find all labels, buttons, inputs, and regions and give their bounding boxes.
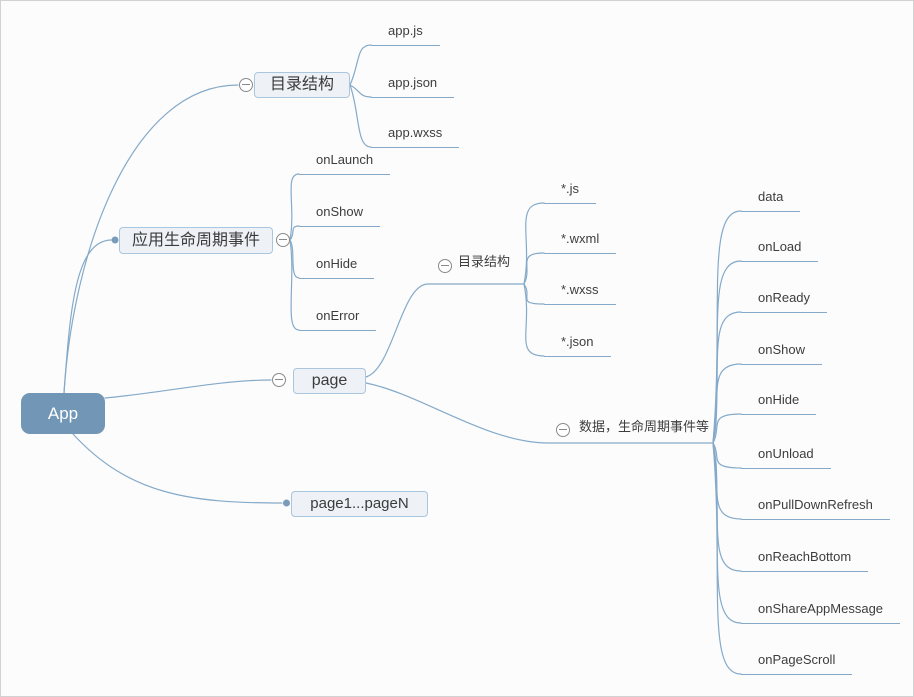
edge-dir2-json	[523, 283, 545, 357]
leaf-node-onshow-page[interactable]: onShow	[741, 341, 822, 365]
edge-app-pages	[72, 433, 283, 504]
leaf-node-onpagescroll[interactable]: onPageScroll	[741, 651, 853, 675]
leaf-node-star-json[interactable]: *.json	[544, 333, 611, 357]
mindmap-node-page[interactable]: page	[293, 368, 366, 394]
edge-data-onshow	[712, 363, 742, 444]
edge-app-page	[104, 379, 272, 399]
leaf-node-onload[interactable]: onLoad	[741, 238, 819, 262]
edge-data-onhide	[712, 413, 742, 444]
leaf-node-onunload[interactable]: onUnload	[741, 445, 831, 469]
leaf-node-app-js[interactable]: app.js	[371, 22, 440, 46]
edge-app-lifecycle	[63, 239, 112, 394]
leaf-node-onshareappmessage[interactable]: onShareAppMessage	[741, 600, 901, 624]
edge-dir2-wxml	[523, 252, 545, 285]
leaf-node-onshow-app[interactable]: onShow	[299, 203, 380, 227]
leaf-node-app-wxss[interactable]: app.wxss	[371, 124, 460, 148]
mindmap-node-app-lifecycle-events[interactable]: 应用生命周期事件	[119, 227, 273, 254]
leaf-node-onhide-page[interactable]: onHide	[741, 391, 817, 415]
connection-dot	[283, 499, 290, 507]
leaf-node-star-wxml[interactable]: *.wxml	[544, 230, 617, 254]
mindmap-node-page1-pagen[interactable]: page1...pageN	[291, 491, 428, 517]
collapse-button-page[interactable]	[272, 373, 286, 387]
edge-dir2-js	[523, 202, 545, 285]
collapse-button-dir2[interactable]	[438, 259, 452, 273]
connection-dot	[111, 236, 119, 244]
leaf-node-star-js[interactable]: *.js	[544, 180, 597, 204]
leaf-node-onlaunch[interactable]: onLaunch	[299, 151, 391, 175]
leaf-node-onhide-app[interactable]: onHide	[299, 255, 375, 279]
collapse-button-dir1[interactable]	[239, 78, 253, 92]
leaf-node-onpulldownrefresh[interactable]: onPullDownRefresh	[741, 496, 890, 520]
edge-page-data	[365, 382, 714, 444]
leaf-node-app-json[interactable]: app.json	[371, 74, 455, 98]
mindmap-node-data-lifecycle[interactable]: 数据，生命周期事件等	[579, 419, 710, 434]
collapse-button-lifecycle[interactable]	[276, 233, 290, 247]
leaf-node-onreachbottom[interactable]: onReachBottom	[741, 548, 869, 572]
leaf-node-onready[interactable]: onReady	[741, 289, 828, 313]
edge-data-onpagescroll	[712, 442, 742, 675]
leaf-node-star-wxss[interactable]: *.wxss	[544, 281, 616, 305]
edge-data-onunload	[712, 442, 742, 469]
edge-lc-onhide	[289, 239, 300, 279]
edge-page-dir2	[365, 283, 525, 378]
edge-dir2-wxss	[523, 283, 545, 305]
edge-lc-onerror	[289, 239, 300, 331]
leaf-node-onerror[interactable]: onError	[299, 307, 377, 331]
leaf-node-data[interactable]: data	[741, 188, 801, 212]
edge-dir1-appwxss	[349, 84, 372, 148]
edge-dir1-appjson	[349, 84, 372, 98]
edge-lc-onshow	[289, 225, 300, 241]
collapse-button-data[interactable]	[556, 423, 570, 437]
edge-lc-onlaunch	[289, 173, 300, 241]
mindmap-node-dir-structure-1[interactable]: 目录结构	[254, 72, 350, 98]
edge-dir1-appjs	[349, 44, 372, 86]
mindmap-root-node-app[interactable]: App	[21, 393, 105, 434]
mindmap-node-dir-structure-2[interactable]: 目录结构	[458, 254, 511, 269]
edge-app-dir1	[63, 84, 239, 394]
